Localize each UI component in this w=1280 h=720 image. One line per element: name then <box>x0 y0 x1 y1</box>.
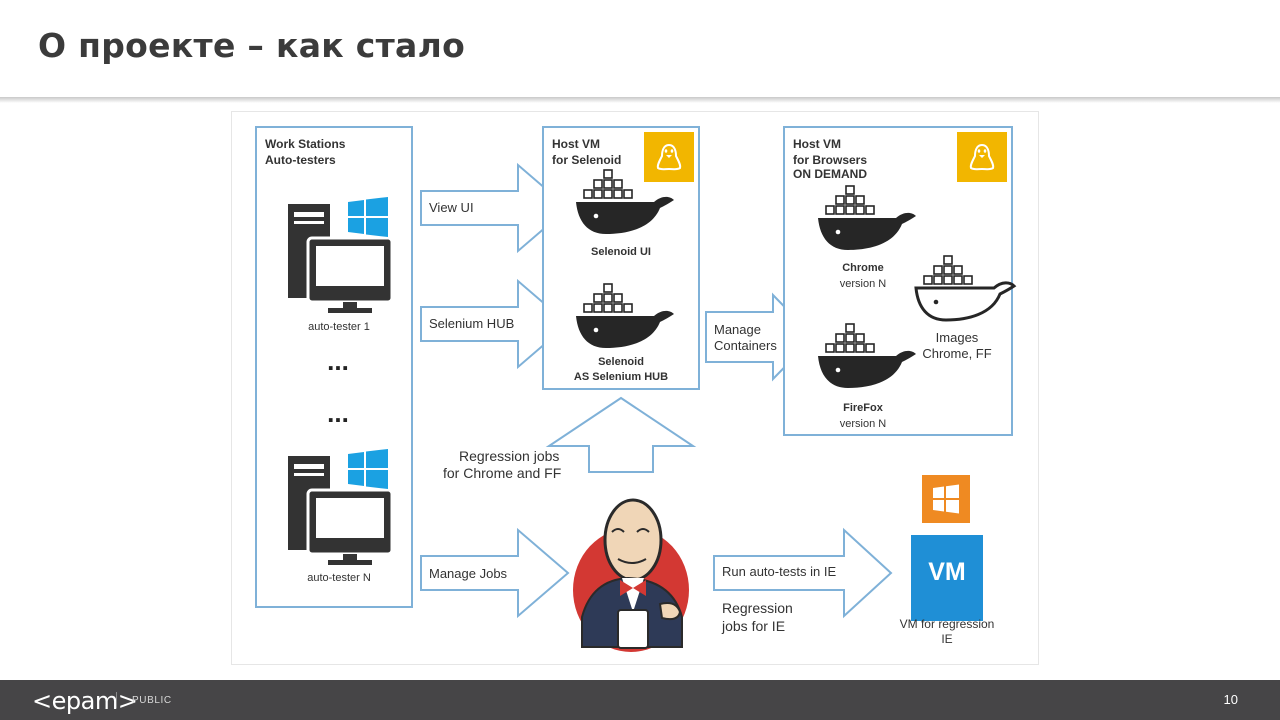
workstations-title-1: Work Stations <box>265 137 346 151</box>
footer-divider <box>116 692 117 708</box>
vm-ie-label-1: VM for regression <box>900 617 995 631</box>
architecture-diagram: Work Stations Auto-testers auto-tester 1… <box>231 111 1039 665</box>
regression-ie-label-1: Regression <box>722 600 793 616</box>
firefox-version-label: version N <box>840 418 887 430</box>
slide-title: О проекте – как стало <box>38 26 466 65</box>
firefox-label: FireFox <box>843 402 884 414</box>
browsers-host-title-2: for Browsers <box>793 153 867 167</box>
tester1-label: auto-tester 1 <box>308 321 370 333</box>
selenoid-host-title-1: Host VM <box>552 137 600 151</box>
manage-jobs-arrow <box>420 527 570 619</box>
ellipsis-1: ... <box>327 346 349 376</box>
testerN-label: auto-tester N <box>307 572 371 584</box>
selenoid-hub-label-1: Selenoid <box>598 356 644 368</box>
title-bar: О проекте – как стало <box>0 0 1280 98</box>
regression-up-arrow <box>545 396 697 473</box>
manage-containers-label-1: Manage <box>714 322 761 337</box>
title-divider <box>0 97 1280 103</box>
browsers-host-title-3: ON DEMAND <box>793 167 867 181</box>
footer-bar <box>0 680 1280 720</box>
jenkins-icon <box>573 498 689 652</box>
chrome-version-label: version N <box>840 278 887 290</box>
ellipsis-2: ... <box>327 398 349 428</box>
regression-chrome-label-1: Regression jobs <box>459 448 559 464</box>
windows-logo-icon <box>348 449 388 489</box>
selenium-hub-label: Selenium HUB <box>429 316 514 331</box>
selenoid-hub-label-2: AS Selenium HUB <box>574 371 668 383</box>
run-ie-label: Run auto-tests in IE <box>722 564 836 579</box>
view-ui-label: View UI <box>429 200 474 215</box>
page-number: 10 <box>1223 692 1238 707</box>
browsers-host-title-1: Host VM <box>793 137 841 151</box>
regression-chrome-label-2: for Chrome and FF <box>443 465 561 481</box>
vm-ie-label-2: IE <box>941 632 952 646</box>
windows-logo-icon <box>922 475 970 523</box>
epam-logo: <epam> <box>32 687 138 715</box>
selenoid-host-title-2: for Selenoid <box>552 153 621 167</box>
manage-containers-label-2: Containers <box>714 338 777 353</box>
run-ie-arrow <box>713 527 893 619</box>
workstations-title-2: Auto-testers <box>265 153 336 167</box>
vm-badge <box>911 535 983 621</box>
selenoid-ui-label: Selenoid UI <box>591 246 651 258</box>
images-label-1: Images <box>936 330 979 345</box>
regression-ie-label-2: jobs for IE <box>721 618 785 634</box>
images-label-2: Chrome, FF <box>922 346 991 361</box>
manage-jobs-label: Manage Jobs <box>429 566 508 581</box>
workstations-box <box>255 126 413 608</box>
windows-logo-icon <box>348 197 388 237</box>
classification-label: PUBLIC <box>132 695 172 706</box>
chrome-label: Chrome <box>842 262 884 274</box>
vm-badge-label: VM <box>928 558 966 586</box>
